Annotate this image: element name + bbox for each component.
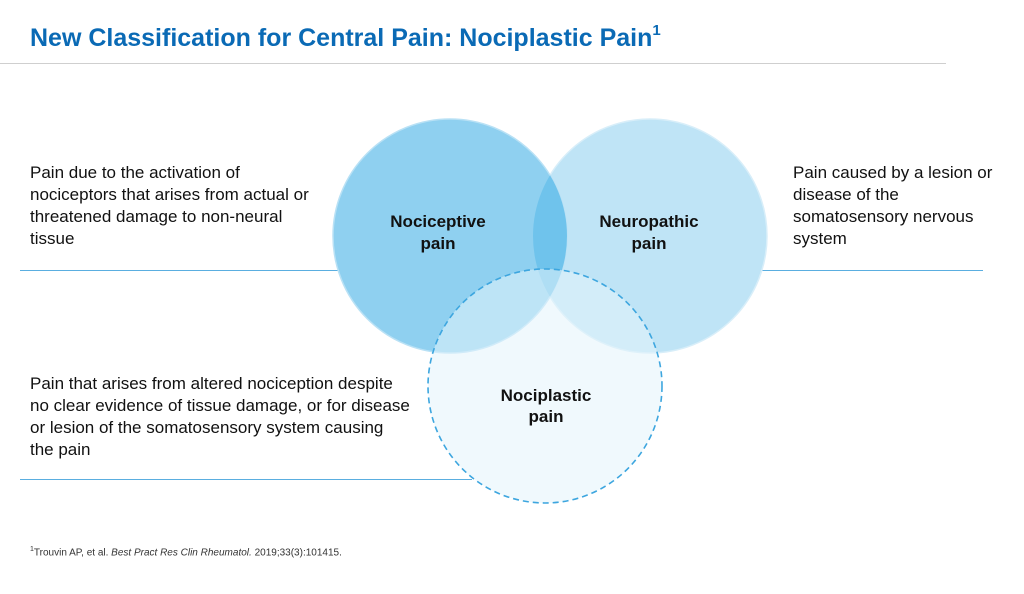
title-footnote-marker: 1 [652, 22, 661, 39]
neuropathic-label-line2: pain [632, 234, 667, 253]
footnote-authors: Trouvin AP, et al. [33, 547, 112, 559]
neuropathic-description: Pain caused by a lesion or disease of th… [793, 163, 993, 248]
title-text: New Classification for Central Pain: Noc… [30, 24, 653, 52]
footnote-journal: Best Pract Res Clin Rheumatol. [111, 547, 252, 559]
page-title: New Classification for Central Pain: Noc… [30, 22, 661, 53]
nociplastic-label-line2: pain [529, 407, 564, 426]
nociceptive-description: Pain due to the activation of nociceptor… [30, 163, 309, 248]
nociceptive-label-line2: pain [421, 234, 456, 253]
nociceptive-underline [20, 270, 338, 271]
nociplastic-circle [427, 268, 663, 504]
nociplastic-underline [20, 479, 472, 480]
neuropathic-underline [755, 270, 983, 271]
nociplastic-description: Pain that arises from altered nociceptio… [30, 374, 410, 459]
footnote: 1Trouvin AP, et al. Best Pract Res Clin … [30, 546, 342, 558]
nociceptive-label-line1: Nociceptive [390, 212, 485, 231]
footnote-marker: 1 [30, 546, 34, 553]
neuropathic-label-line1: Neuropathic [599, 212, 698, 231]
title-divider [0, 63, 946, 64]
nociplastic-label-line1: Nociplastic [501, 386, 592, 405]
footnote-citation: 2019;33(3):101415. [251, 547, 342, 559]
